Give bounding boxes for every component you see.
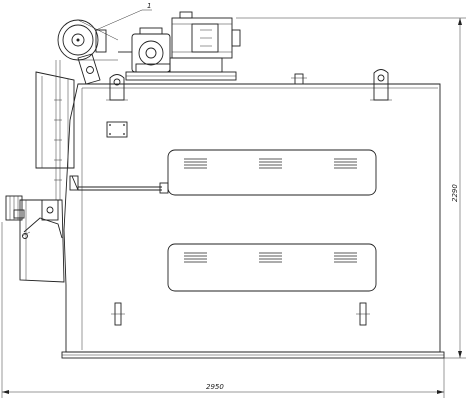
- bottom-bracket-right: [356, 302, 370, 326]
- main-housing: [61, 83, 445, 359]
- lower-inspection-window: [167, 243, 377, 292]
- upper-inspection-window: [167, 149, 377, 196]
- motor-end-cap: [231, 29, 241, 47]
- bottom-bracket-left: [111, 302, 125, 326]
- drive-base-frame: [125, 57, 237, 81]
- vertical-chain: [54, 60, 62, 200]
- lifting-lug-left: [106, 74, 128, 101]
- height-dimension: [236, 17, 466, 359]
- callout-leader: [95, 9, 152, 31]
- pulley-wheel: [57, 19, 119, 61]
- vent-slot: [334, 252, 357, 263]
- width-dimension: [1, 222, 445, 398]
- push-rod: [78, 182, 169, 194]
- leader-label: 1: [147, 2, 151, 10]
- gearbox: [118, 27, 171, 73]
- width-dimension-label: 2950: [206, 383, 224, 391]
- side-motor: [5, 195, 25, 221]
- vent-slot: [259, 158, 282, 169]
- side-frame: [19, 71, 75, 283]
- height-dimension-label: 2290: [451, 184, 459, 202]
- tension-arm: [77, 53, 101, 85]
- vent-slot: [184, 252, 207, 263]
- valve-mechanism: [21, 175, 79, 239]
- gearbox-housing: [131, 33, 171, 73]
- vent-slot: [184, 158, 207, 169]
- drive-motor: [171, 11, 241, 59]
- lifting-lug-right: [370, 69, 392, 101]
- access-plate: [106, 121, 128, 138]
- housing-outline: [63, 83, 441, 353]
- top-fitting: [291, 73, 307, 85]
- vent-slot: [259, 252, 282, 263]
- vent-slot: [334, 158, 357, 169]
